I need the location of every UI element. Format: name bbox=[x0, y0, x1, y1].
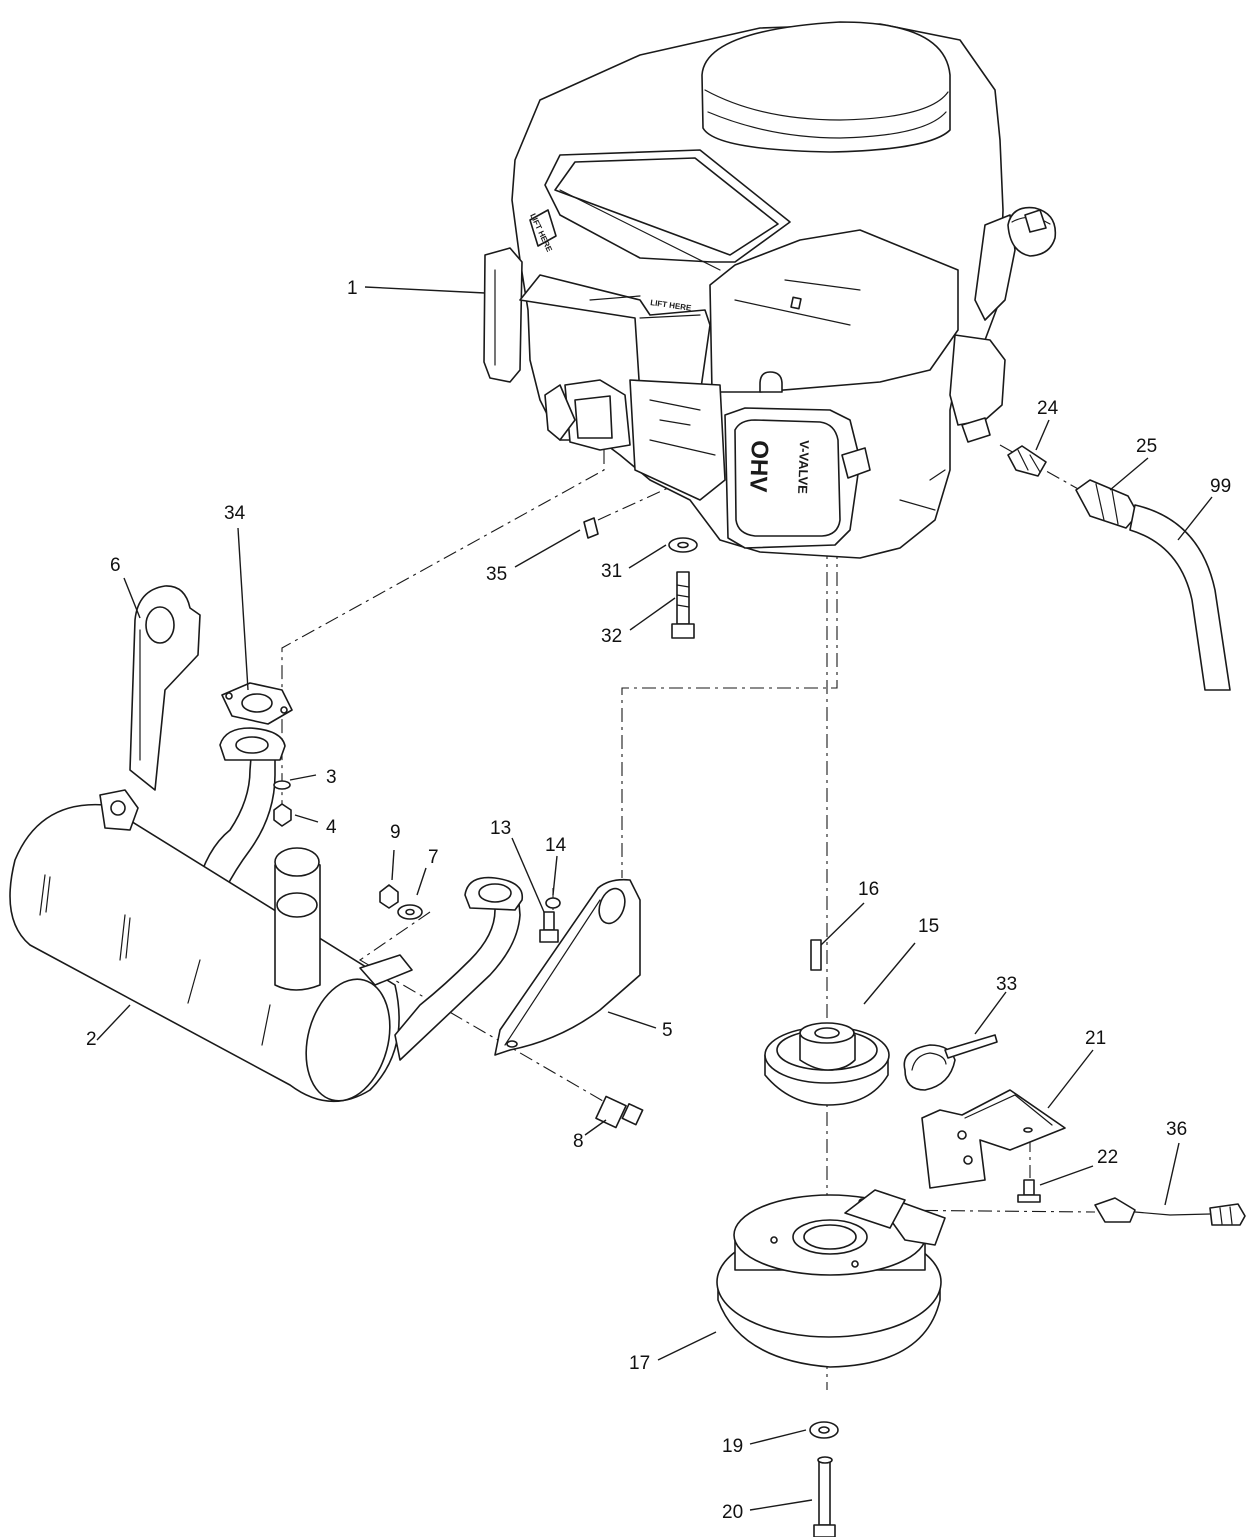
fuel-hose bbox=[1129, 504, 1231, 691]
electric-clutch bbox=[716, 1189, 946, 1368]
washer-31 bbox=[668, 537, 698, 553]
engine bbox=[483, 21, 1057, 559]
callout-19: 19 bbox=[722, 1436, 743, 1457]
key bbox=[810, 939, 822, 971]
clip-35 bbox=[583, 517, 599, 539]
callout-25: 25 bbox=[1136, 436, 1157, 457]
cable-tie bbox=[903, 1034, 998, 1091]
bolt-32 bbox=[671, 571, 695, 639]
ohv-decal: OHV bbox=[744, 440, 773, 493]
callout-24: 24 bbox=[1037, 398, 1059, 419]
muffler bbox=[9, 727, 524, 1103]
bolt-13 bbox=[539, 911, 559, 943]
callout-9: 9 bbox=[390, 822, 401, 843]
nut-4 bbox=[273, 803, 292, 827]
lockwasher-14 bbox=[545, 897, 561, 909]
callout-34: 34 bbox=[224, 503, 246, 524]
leader-lines bbox=[96, 286, 1213, 1511]
callout-21: 21 bbox=[1085, 1028, 1106, 1049]
wire-harness bbox=[1094, 1197, 1246, 1226]
callout-36: 36 bbox=[1166, 1119, 1187, 1140]
callout-labels: 1 2 3 4 5 6 7 8 9 13 14 15 16 17 19 20 2… bbox=[86, 278, 1231, 1523]
callout-15: 15 bbox=[918, 916, 939, 937]
callout-32: 32 bbox=[601, 626, 622, 647]
callout-22: 22 bbox=[1097, 1147, 1118, 1168]
nut-9 bbox=[379, 884, 399, 909]
washer-19 bbox=[809, 1421, 839, 1439]
screw-22 bbox=[1017, 1179, 1041, 1203]
fuel-fitting bbox=[1007, 445, 1047, 477]
muffler-bracket bbox=[129, 585, 201, 791]
gasket bbox=[221, 682, 293, 725]
bracket-21 bbox=[921, 1089, 1066, 1189]
callout-33: 33 bbox=[996, 974, 1017, 995]
lockwasher-3 bbox=[273, 780, 291, 790]
callout-4: 4 bbox=[326, 817, 337, 838]
callout-13: 13 bbox=[490, 818, 511, 839]
callout-35: 35 bbox=[486, 564, 507, 585]
bolt-20 bbox=[813, 1456, 836, 1537]
callout-3: 3 bbox=[326, 767, 337, 788]
callout-17: 17 bbox=[629, 1353, 650, 1374]
callout-20: 20 bbox=[722, 1502, 743, 1523]
v-valve-decal: V-VALVE bbox=[795, 440, 812, 495]
callout-6: 6 bbox=[110, 555, 121, 576]
pulley bbox=[764, 1022, 890, 1106]
washer-7 bbox=[397, 904, 423, 920]
callout-7: 7 bbox=[428, 847, 439, 868]
callout-5: 5 bbox=[662, 1020, 673, 1041]
callout-14: 14 bbox=[545, 835, 567, 856]
callout-31: 31 bbox=[601, 561, 622, 582]
callout-1: 1 bbox=[347, 278, 358, 299]
callout-16: 16 bbox=[858, 879, 879, 900]
callout-8: 8 bbox=[573, 1131, 584, 1152]
callout-2: 2 bbox=[86, 1029, 97, 1050]
callout-99: 99 bbox=[1210, 476, 1231, 497]
fuel-connector bbox=[1075, 479, 1139, 529]
muffler-bracket-5 bbox=[494, 878, 641, 1056]
bolt-8 bbox=[595, 1095, 644, 1129]
